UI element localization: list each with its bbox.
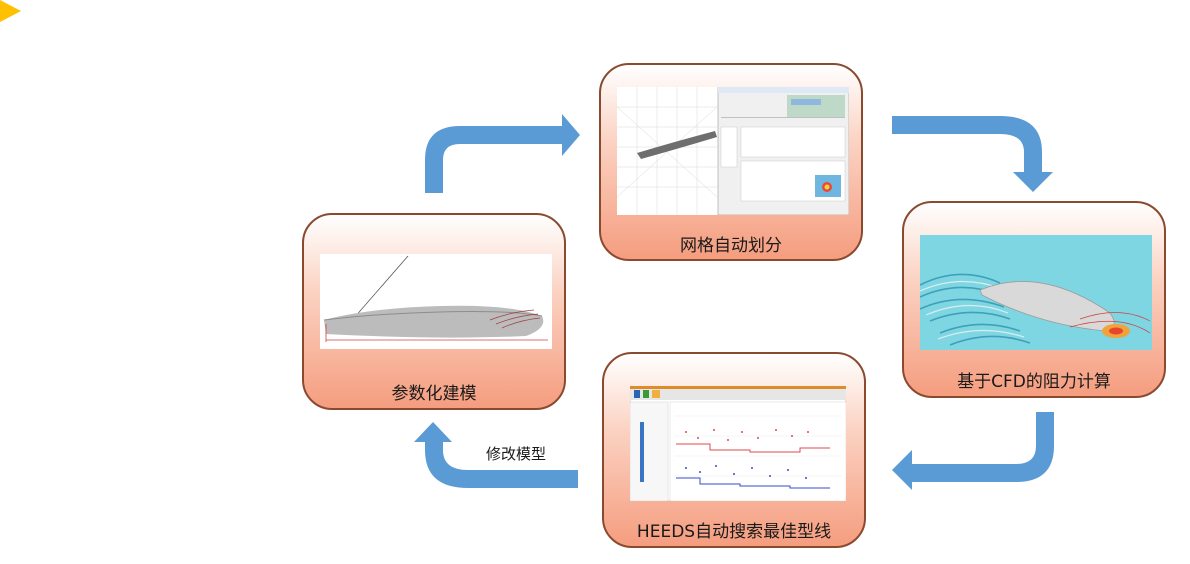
ship-hull-model-image [320,254,552,349]
step-meshing-label: 网格自动划分 [680,236,782,256]
step-heeds-label: HEEDS自动搜索最佳型线 [636,522,832,542]
mesh-software-screenshot [617,87,849,215]
triangle-right-icon [0,0,21,22]
arrow-meshing-to-cfd [892,116,1053,192]
heeds-optimization-screenshot [630,386,846,501]
step-cfd-label: 基于CFD的阻力计算 [957,372,1111,392]
step-modeling-label: 参数化建模 [391,384,477,404]
step-cfd: 基于CFD的阻力计算 [902,201,1166,398]
step-modeling: 参数化建模 [302,213,566,410]
arrow-modeling-to-meshing [425,114,580,193]
step-heeds: HEEDS自动搜索最佳型线 [602,352,866,548]
cfd-wave-pattern-image [920,235,1152,350]
modify-model-label: 修改模型 [486,445,547,463]
step-meshing: 网格自动划分 [599,63,863,261]
arrow-heeds-to-modeling [414,422,578,488]
arrow-cfd-to-heeds [892,412,1054,490]
